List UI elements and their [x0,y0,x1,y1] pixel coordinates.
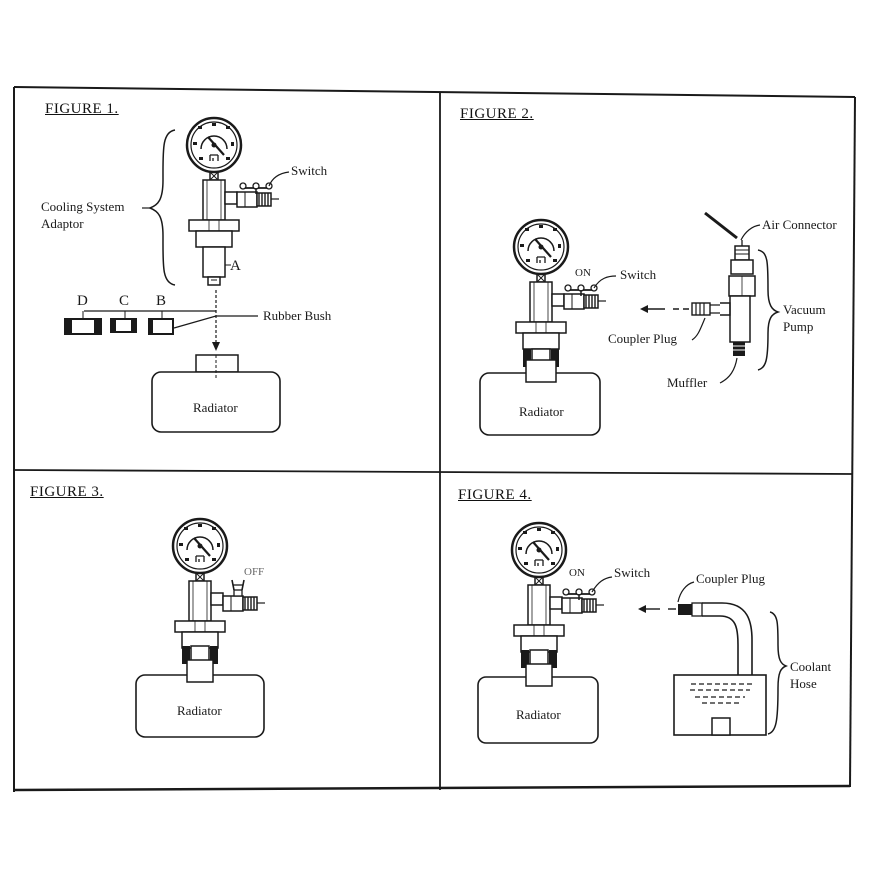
rubber-bush-d-icon [64,311,102,335]
vacuum-label: Vacuum [783,302,826,317]
pressure-gauge-icon [171,517,229,575]
valve-icon [236,191,280,208]
arrow-down-icon [212,342,220,351]
switch-off-label: OFF [244,566,265,578]
switch-on-label: ON [569,567,585,579]
switch-lever-off-icon [231,579,245,597]
figure-3-drawing [135,517,266,738]
figure-1-drawing [64,116,290,433]
outer-frame [13,86,856,792]
figure-4-title: FIGURE 4. [458,487,532,503]
radiator-label: Radiator [516,707,561,722]
muffler-label: Muffler [667,375,708,390]
coupler-plug-icon [691,302,711,316]
pump-label: Pump [783,319,814,334]
bush-b-label: B [156,293,167,309]
coupler-plug-label: Coupler Plug [608,331,677,346]
coolant-hose [702,602,753,720]
vacuum-pump-icon [704,211,756,356]
switch-label: Switch [291,163,328,178]
rubber-bush-b-icon [148,311,174,335]
arrow-left-icon [638,605,646,613]
rubber-bush-c-icon [110,311,137,333]
switch-label: Switch [620,267,657,282]
figure-2-title: FIGURE 2. [460,106,534,122]
bush-d-label: D [77,293,88,309]
part-a-label: A [230,258,241,274]
hose-label: Hose [790,676,817,691]
figure-3-title: FIGURE 3. [30,484,104,500]
cooling-system-label: Cooling System [41,199,125,214]
radiator-label: Radiator [177,703,222,718]
air-connector-label: Air Connector [762,217,837,232]
valve-icon [561,597,605,614]
coupler-plug-icon [678,604,692,615]
radiator-label: Radiator [193,400,238,415]
pressure-gauge-icon [512,218,570,276]
rubber-bush-label: Rubber Bush [263,308,332,323]
pressure-gauge-icon [510,521,568,579]
adaptor-label: Adaptor [41,216,84,231]
valve-icon [222,595,266,612]
coupler-plug-label: Coupler Plug [696,571,765,586]
bush-c-label: C [119,293,130,309]
arrow-left-icon [640,305,648,313]
adaptor-body [188,171,240,286]
switch-on-label: ON [575,267,591,279]
valve-icon [563,293,607,310]
figure-4-drawing [477,521,789,744]
switch-label: Switch [614,565,651,580]
figure-1-title: FIGURE 1. [45,101,119,117]
radiator-label: Radiator [519,404,564,419]
figure-2-drawing [479,211,781,436]
pressure-gauge-icon [185,116,243,174]
coolant-label: Coolant [790,659,832,674]
